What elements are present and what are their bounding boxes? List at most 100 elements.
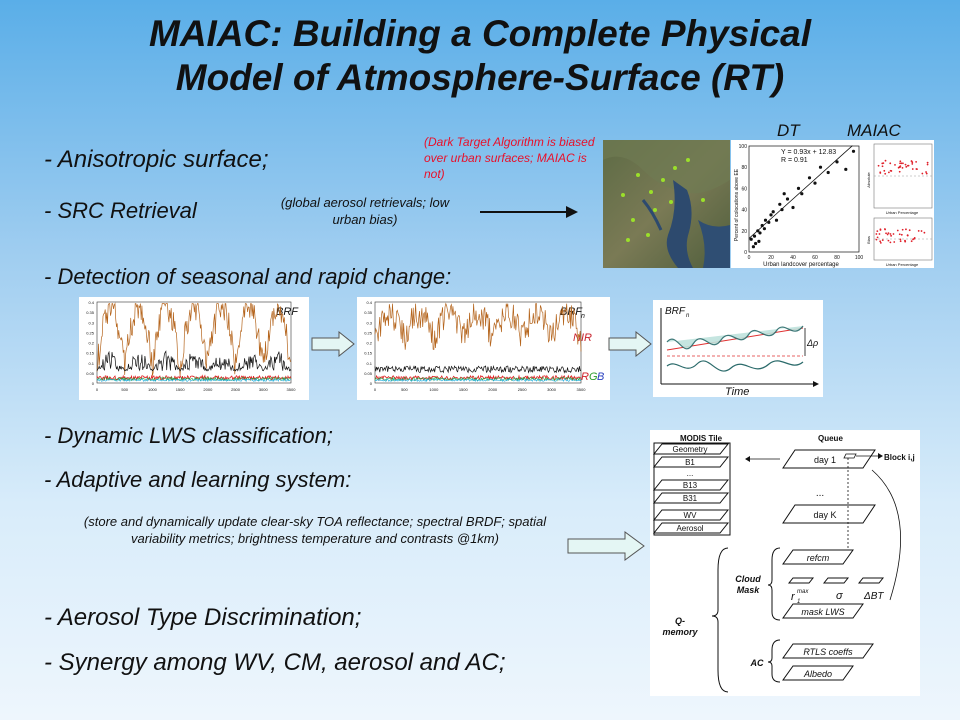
maiac-point <box>899 162 901 165</box>
src-arrow-head <box>566 206 578 218</box>
title-line-2: Model of Atmosphere-Surface (RT) <box>175 57 785 98</box>
brf-xtick: 3000 <box>547 387 557 392</box>
rgb-r-label: R <box>581 371 589 383</box>
maiac-point <box>925 172 928 175</box>
brf-xtick: 1500 <box>459 387 469 392</box>
dark-target-note: (Dark Target Algorithm is biased over ur… <box>424 135 595 181</box>
slide-title: MAIAC: Building a Complete Physical Mode… <box>0 12 960 100</box>
rgb-b-label: B <box>597 371 604 383</box>
maiac-point <box>889 241 892 244</box>
maiac-point <box>890 234 892 237</box>
scatter-point <box>774 218 779 222</box>
brf-green-series <box>96 376 292 382</box>
brf-xtick: 1000 <box>148 387 158 392</box>
brf-chart-right: BRF n NIR R G B 0.40.350.30.250.20.150.1… <box>357 297 610 400</box>
src-note: (global aerosol retrievals; low urban bi… <box>280 195 450 227</box>
scatter-point <box>782 192 786 196</box>
queue-ellipsis: ... <box>816 488 824 499</box>
scatter-point <box>791 205 795 210</box>
scatter-point <box>796 186 801 190</box>
brf-xtick: 3500 <box>577 387 587 392</box>
maiac-point <box>913 237 916 239</box>
brf-nir-series <box>96 302 292 377</box>
scatter-ytick: 80 <box>741 165 747 171</box>
maiac-point <box>908 229 911 232</box>
mask-lws-label: mask LWS <box>801 607 844 617</box>
maiac-point <box>887 171 890 174</box>
maiac-point <box>875 233 878 235</box>
brf-frame <box>374 301 582 384</box>
maiac-point <box>905 165 908 168</box>
brf-ytick: 0.05 <box>364 371 373 376</box>
brf-ytick: 0.15 <box>364 351 373 356</box>
brf-xtick: 0 <box>374 387 377 392</box>
b31-layer: B31 <box>683 494 698 503</box>
title-line-1: MAIAC: Building a Complete Physical <box>149 13 811 54</box>
maiac-point <box>879 240 882 243</box>
scatter-point <box>826 170 830 175</box>
brf-ytick: 0.25 <box>86 330 95 335</box>
brf-xtick: 1500 <box>176 387 186 392</box>
cloud-mask-label-2: Mask <box>737 585 761 595</box>
geometry-layer: Geometry <box>672 445 707 454</box>
brf-ytick: 0.1 <box>366 361 372 366</box>
maiac-point <box>923 231 926 234</box>
scatter-xtick: 40 <box>790 255 796 261</box>
maiac-point <box>886 233 889 236</box>
scatter-point <box>807 176 812 180</box>
scatter-ytick: 40 <box>741 208 747 214</box>
maiac-point <box>883 169 886 172</box>
maiac-point <box>899 240 902 243</box>
brfn-sub: n <box>581 313 585 320</box>
maiac-point <box>898 233 901 236</box>
layers-ellipsis: ... <box>687 469 694 478</box>
maiac-point <box>899 238 902 241</box>
maiac-label: MAIAC <box>847 121 901 140</box>
maiac-point <box>898 170 901 173</box>
block-arrow-3 <box>567 531 645 561</box>
r1max-sub: 1 <box>797 599 800 605</box>
scatter-point <box>818 165 823 169</box>
maiac-point <box>882 162 885 165</box>
albedo-label: Albedo <box>803 669 832 679</box>
scatter-point <box>785 197 790 201</box>
brf-ytick: 0 <box>92 381 95 386</box>
brf-xtick: 500 <box>121 387 128 392</box>
maiac-bottom-ylabel: Bias <box>866 236 871 244</box>
maiac-point <box>901 166 904 169</box>
maiac-point <box>915 168 918 170</box>
brf-xtick: 500 <box>401 387 408 392</box>
maiac-point <box>904 163 907 166</box>
maiac-point <box>911 168 914 170</box>
scatter-equation: Y = 0.93x + 12.83 <box>781 149 836 156</box>
maiac-point <box>889 162 892 165</box>
maiac-point <box>883 228 886 230</box>
scatter-point <box>751 245 755 249</box>
dt-scatter-plot: Y = 0.93x + 12.83 R = 0.91 Urban landcov… <box>731 140 866 268</box>
delta-rho-label: Δρ <box>806 338 818 348</box>
station-markers <box>621 158 705 242</box>
maiac-point <box>893 241 896 243</box>
maiac-point <box>902 162 904 165</box>
scatter-xtick: 60 <box>812 255 818 261</box>
q-memory-diagram: MODIS Tile Queue Geometry B1 ... B13 B31… <box>650 430 920 696</box>
scatter-point <box>757 239 761 243</box>
brf-blue-series <box>96 378 292 383</box>
maiac-point <box>892 233 895 235</box>
maiac-point <box>915 160 918 163</box>
maiac-plots: Urban Percentage Urban Percentage Absolu… <box>866 140 934 268</box>
brf-xtick: 2500 <box>518 387 528 392</box>
brf-ytick: 0.4 <box>88 300 94 305</box>
maiac-point <box>879 229 882 231</box>
ac-label: AC <box>750 658 764 668</box>
brf-ytick: 0 <box>370 381 373 386</box>
scatter-point <box>752 234 757 238</box>
maiac-point <box>881 239 884 242</box>
scatter-xtick: 80 <box>834 255 840 261</box>
bullet-synergy: - Synergy among WV, CM, aerosol and AC; <box>44 649 506 676</box>
maiac-point <box>884 172 887 175</box>
maiac-point <box>904 240 907 243</box>
maiac-point <box>889 233 892 235</box>
brf-xtick: 2000 <box>203 387 213 392</box>
maiac-point <box>926 161 929 164</box>
